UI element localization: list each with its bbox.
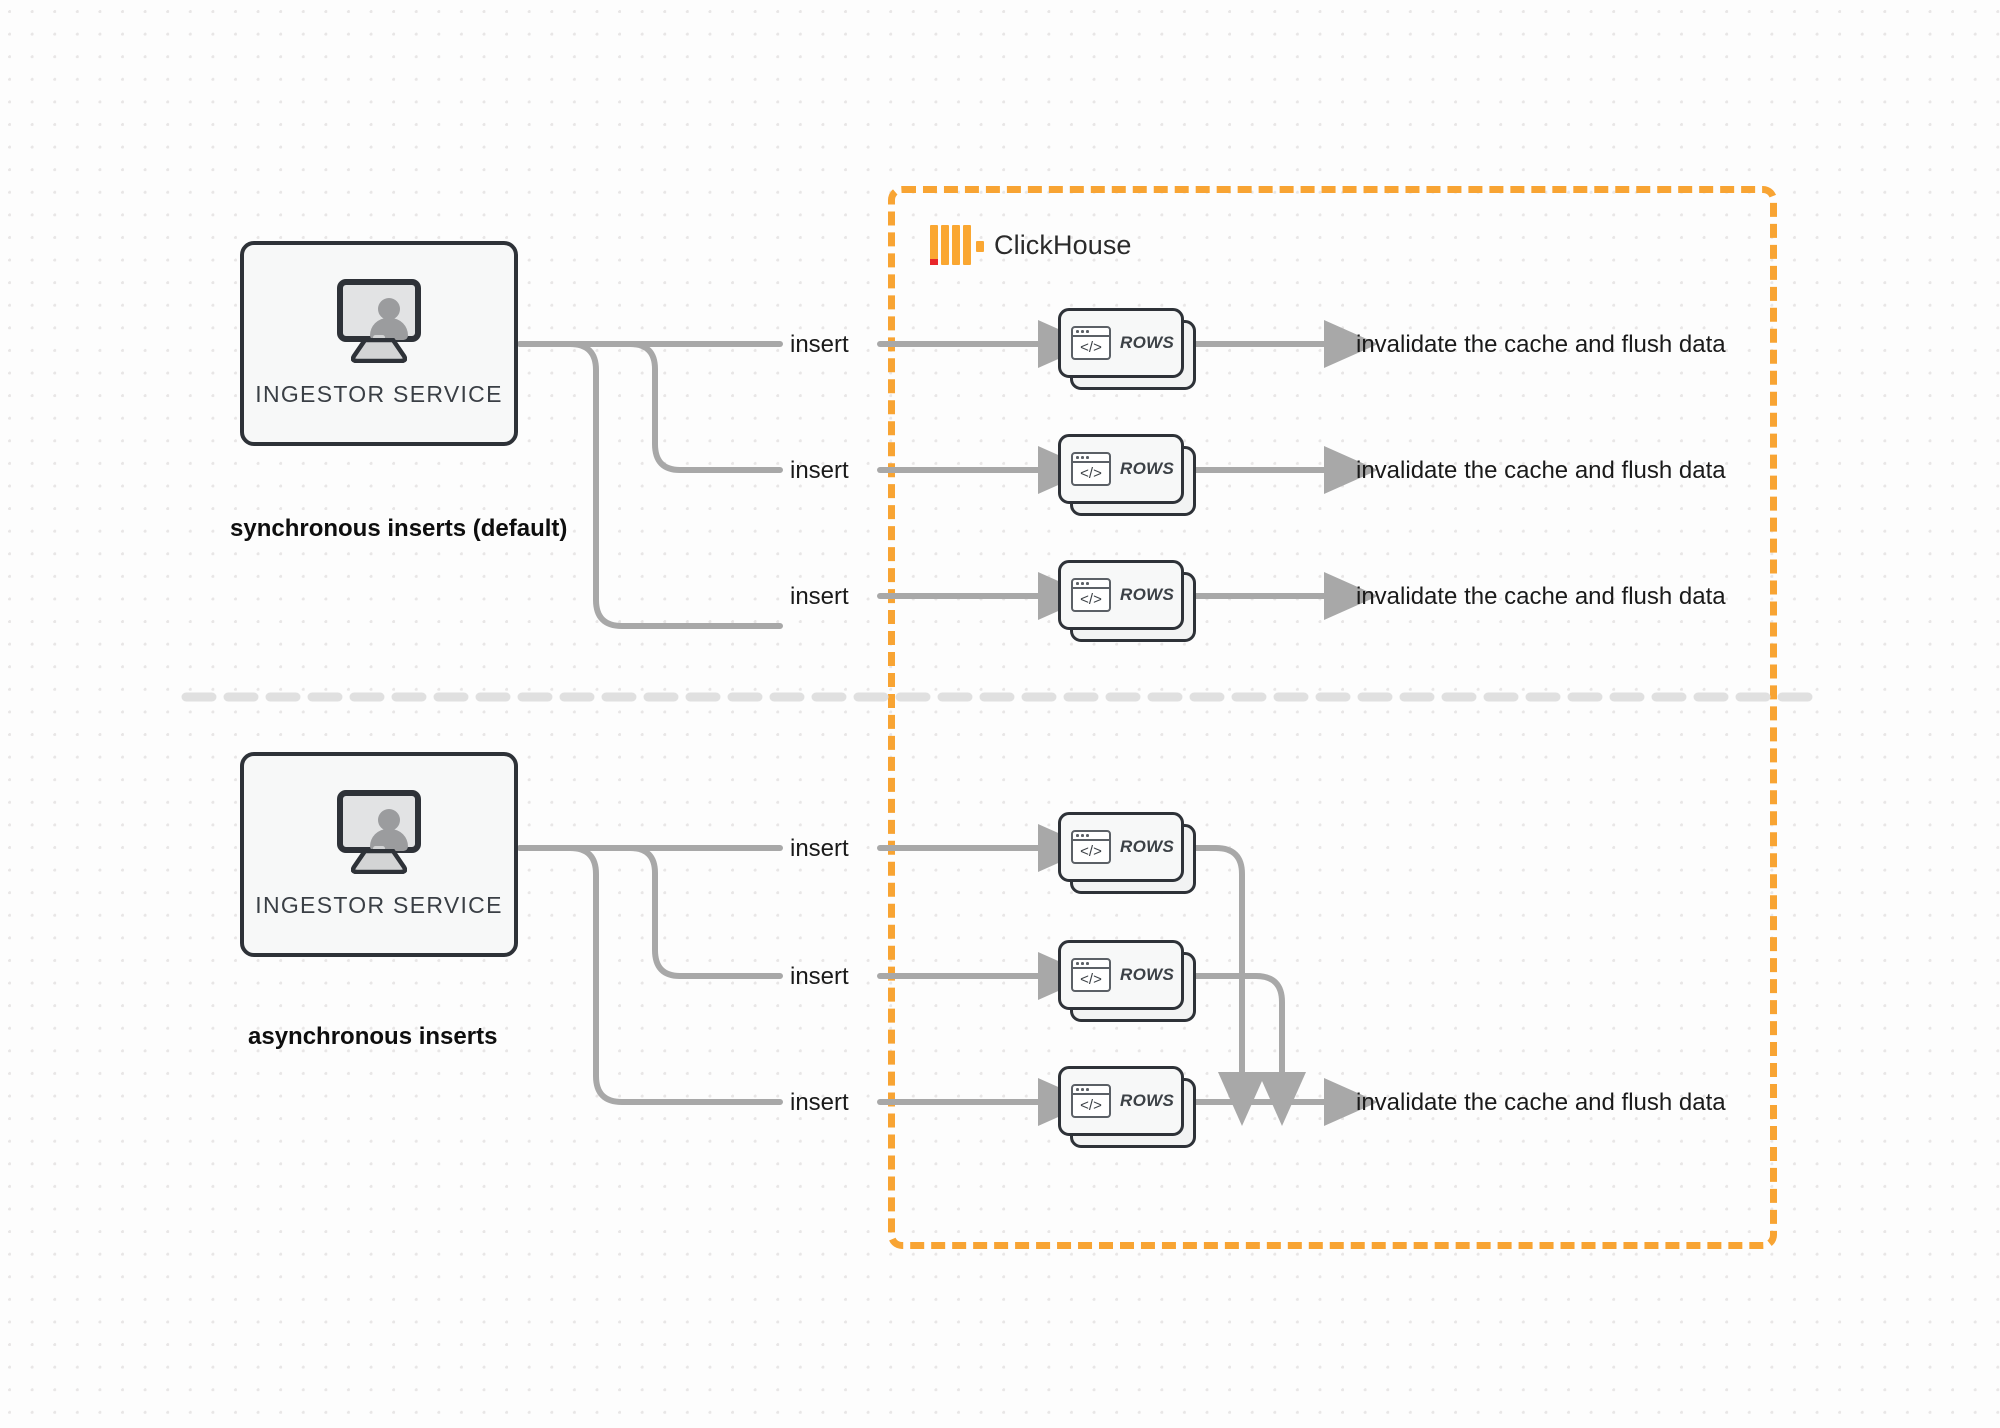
ingestor-service-sync[interactable]: INGESTOR SERVICE bbox=[240, 241, 518, 446]
code-symbol: </> bbox=[1080, 971, 1102, 988]
code-window-icon: </> bbox=[1071, 830, 1111, 864]
rows-card-sync-2[interactable]: </> ROWS bbox=[1058, 434, 1198, 518]
result-label-async-merged: invalidate the cache and flush data bbox=[1356, 1089, 1726, 1116]
code-window-icon: </> bbox=[1071, 1084, 1111, 1118]
monitor-stand-icon bbox=[351, 849, 407, 874]
wire-sync-branch-2 bbox=[517, 341, 783, 473]
clickhouse-logo-icon bbox=[930, 222, 984, 268]
monitor-user-icon bbox=[333, 790, 425, 876]
ingestor-service-label: INGESTOR SERVICE bbox=[255, 892, 503, 918]
code-window-icon: </> bbox=[1071, 326, 1111, 360]
insert-label-async-2: insert bbox=[790, 963, 849, 990]
rows-card-label: ROWS bbox=[1120, 1091, 1175, 1110]
rows-card-label: ROWS bbox=[1120, 585, 1175, 604]
rows-card-label: ROWS bbox=[1120, 965, 1175, 984]
ingestor-service-async[interactable]: INGESTOR SERVICE bbox=[240, 752, 518, 957]
code-window-icon: </> bbox=[1071, 578, 1111, 612]
insert-label-async-3: insert bbox=[790, 1089, 849, 1116]
rows-card-label: ROWS bbox=[1120, 837, 1175, 856]
result-label-sync-1: invalidate the cache and flush data bbox=[1356, 331, 1726, 358]
result-label-sync-2: invalidate the cache and flush data bbox=[1356, 457, 1726, 484]
clickhouse-label: ClickHouse bbox=[994, 229, 1132, 260]
rows-card-label: ROWS bbox=[1120, 459, 1175, 478]
section-caption-async: asynchronous inserts bbox=[248, 1023, 498, 1050]
insert-label-sync-3: insert bbox=[790, 583, 849, 610]
rows-card-async-2[interactable]: </> ROWS bbox=[1058, 940, 1198, 1024]
rows-card-label: ROWS bbox=[1120, 333, 1175, 352]
rows-card-async-3[interactable]: </> ROWS bbox=[1058, 1066, 1198, 1150]
ingestor-service-label: INGESTOR SERVICE bbox=[255, 381, 503, 407]
result-label-sync-3: invalidate the cache and flush data bbox=[1356, 583, 1726, 610]
wire-async-branch-2 bbox=[517, 845, 783, 979]
section-caption-sync: synchronous inserts (default) bbox=[230, 515, 568, 542]
insert-label-sync-2: insert bbox=[790, 457, 849, 484]
monitor-stand-icon bbox=[351, 338, 407, 363]
insert-label-sync-1: insert bbox=[790, 331, 849, 358]
code-symbol: </> bbox=[1080, 339, 1102, 356]
insert-label-async-1: insert bbox=[790, 835, 849, 862]
rows-card-sync-3[interactable]: </> ROWS bbox=[1058, 560, 1198, 644]
rows-card-sync-1[interactable]: </> ROWS bbox=[1058, 308, 1198, 392]
code-window-icon: </> bbox=[1071, 958, 1111, 992]
wire-sync-branch-3 bbox=[517, 341, 783, 629]
code-window-icon: </> bbox=[1071, 452, 1111, 486]
code-symbol: </> bbox=[1080, 1097, 1102, 1114]
code-symbol: </> bbox=[1080, 591, 1102, 608]
rows-card-async-1[interactable]: </> ROWS bbox=[1058, 812, 1198, 896]
clickhouse-boundary bbox=[888, 186, 1777, 1249]
clickhouse-logo: ClickHouse bbox=[930, 222, 1132, 268]
code-symbol: </> bbox=[1080, 843, 1102, 860]
code-symbol: </> bbox=[1080, 465, 1102, 482]
wire-async-branch-3 bbox=[517, 845, 783, 1105]
monitor-user-icon bbox=[333, 279, 425, 365]
